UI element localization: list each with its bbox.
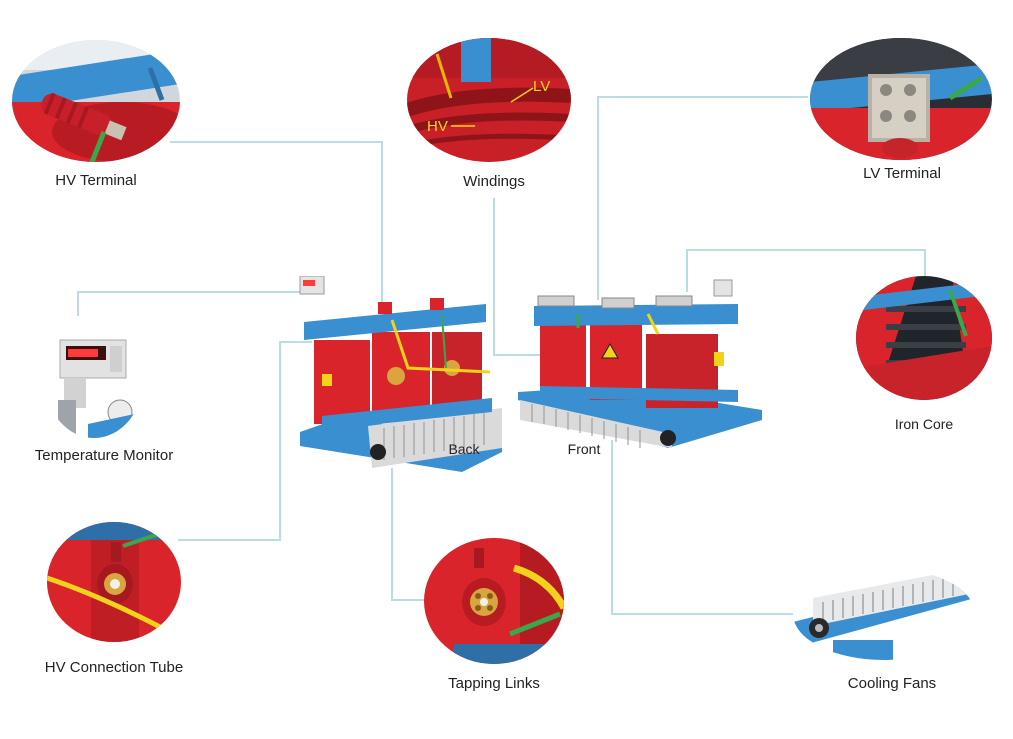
iron-core-label: Iron Core <box>894 416 954 432</box>
temperature-monitor-label: Temperature Monitor <box>34 447 174 464</box>
hv-terminal-label: HV Terminal <box>55 172 137 189</box>
cooling-fans-label: Cooling Fans <box>847 675 937 692</box>
connector-hv-terminal <box>170 141 383 302</box>
back-view-label: Back <box>448 441 480 457</box>
lv-terminal-label: LV Terminal <box>863 165 941 182</box>
tapping-links-label: Tapping Links <box>448 675 540 692</box>
connector-tapping-links <box>391 468 424 601</box>
connector-cooling-fans <box>611 440 793 615</box>
connector-lv-terminal <box>597 96 808 300</box>
temperature-monitor-photo <box>44 316 144 438</box>
windings-hv-tag: HV <box>427 118 448 135</box>
transformer-front-view <box>518 278 762 464</box>
lv-terminal-photo <box>810 38 992 160</box>
connector-temperature-monitor <box>77 291 300 316</box>
front-view-label: Front <box>567 441 601 457</box>
connector-windings <box>493 198 540 356</box>
hv-terminal-photo <box>12 40 180 162</box>
hv-connection-tube-photo <box>47 522 181 642</box>
hv-connection-tube-label: HV Connection Tube <box>44 659 184 676</box>
windings-photo: LV HV <box>407 38 571 162</box>
transformer-back-view <box>292 276 502 476</box>
windings-label: Windings <box>463 173 525 190</box>
connector-hv-connection-tube <box>178 341 312 541</box>
iron-core-photo <box>856 276 992 400</box>
tapping-links-photo <box>424 538 564 664</box>
connector-iron-core <box>686 249 926 292</box>
windings-lv-tag: LV <box>533 78 551 95</box>
cooling-fans-photo <box>793 568 975 660</box>
